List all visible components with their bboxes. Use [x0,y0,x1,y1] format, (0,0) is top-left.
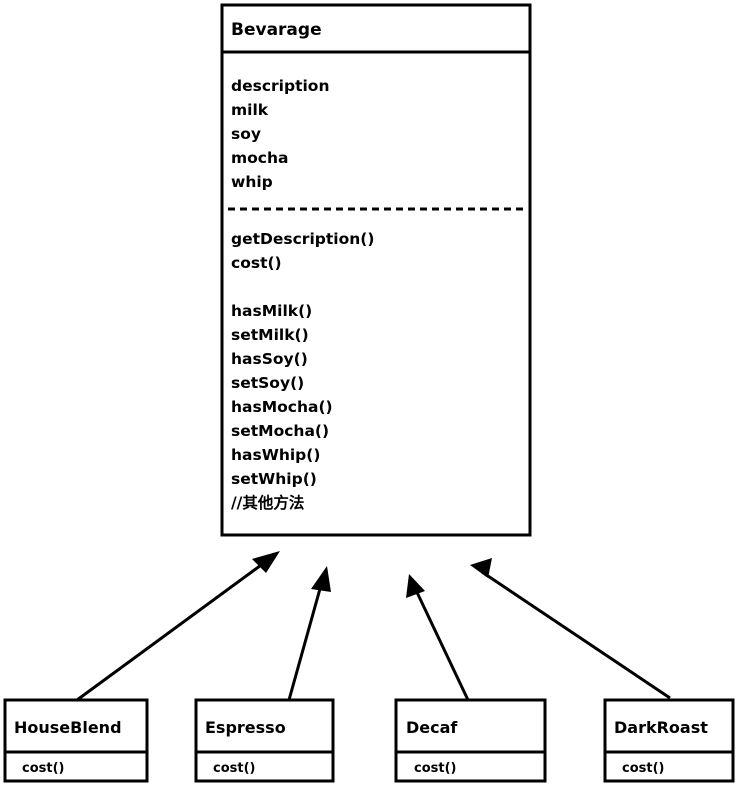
subclass-operation-decaf-cost: cost() [414,761,456,776]
subclass-name-houseblend: HouseBlend [14,718,122,737]
generalization-arrowhead-decaf [406,574,425,598]
attribute-milk: milk [231,101,269,119]
subclass-node-espresso[interactable]: Espresso cost() [194,698,335,783]
superclass-attributes: description milk soy mocha whip [231,77,329,191]
operation-hasmilk: hasMilk() [231,302,312,320]
subclass-box-houseblend [3,698,149,783]
subclass-box-decaf [394,698,547,783]
attribute-description: description [231,77,329,95]
generalization-arrowhead-darkroast [470,558,492,578]
operation-haswhip: hasWhip() [231,446,320,464]
generalization-arrow-decaf [406,574,470,701]
subclass-box-darkroast [603,698,735,783]
operation-hasmocha: hasMocha() [231,398,333,416]
operation-setmilk: setMilk() [231,326,309,344]
attribute-mocha: mocha [231,149,288,167]
operation-setsoy: setSoy() [231,374,304,392]
operation-getdescription: getDescription() [231,230,374,248]
subclass-node-houseblend[interactable]: HouseBlend cost() [3,698,149,783]
subclass-node-darkroast[interactable]: DarkRoast cost() [603,698,735,783]
operation-hassoy: hasSoy() [231,350,308,368]
generalization-arrowhead-houseblend [252,551,280,573]
superclass-node-bevarage[interactable]: Bevarage description milk soy mocha whip… [220,3,532,537]
generalization-arrowhead-espresso [311,566,331,592]
attribute-whip: whip [231,173,273,191]
subclass-box-espresso [194,698,335,783]
operations-comment: //其他方法 [231,493,304,512]
generalization-line-darkroast [481,570,671,700]
subclass-operation-darkroast-cost: cost() [622,761,664,776]
subclass-name-darkroast: DarkRoast [614,718,708,737]
superclass-name: Bevarage [231,20,322,40]
subclass-name-espresso: Espresso [205,718,286,737]
subclass-node-decaf[interactable]: Decaf cost() [394,698,547,783]
generalization-line-decaf [412,585,470,701]
subclass-operation-houseblend-cost: cost() [22,761,64,776]
generalization-arrow-darkroast [470,558,671,700]
subclass-operation-espresso-cost: cost() [213,761,255,776]
generalization-line-espresso [287,577,325,701]
attribute-soy: soy [231,125,261,143]
operation-cost: cost() [231,254,282,272]
subclass-name-decaf: Decaf [406,718,458,737]
generalization-arrow-espresso [287,566,331,701]
generalization-line-houseblend [76,558,269,702]
superclass-operations: getDescription() cost() hasMilk() setMil… [231,230,374,512]
generalization-arrow-houseblend [76,551,280,702]
operation-setwhip: setWhip() [231,470,317,488]
superclass-box [220,3,532,537]
operation-setmocha: setMocha() [231,422,329,440]
